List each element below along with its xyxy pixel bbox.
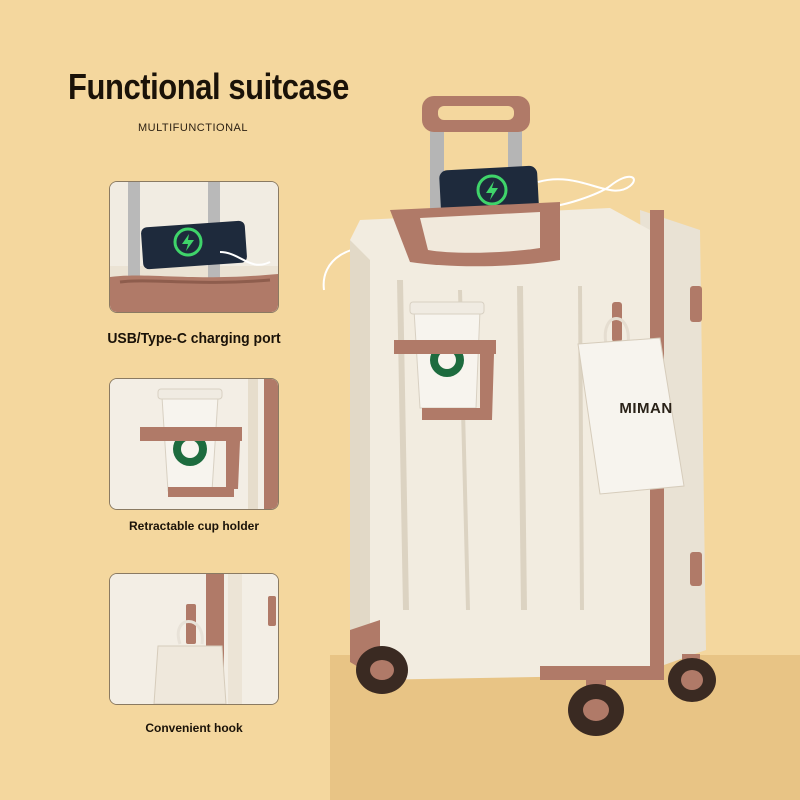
feature-panel-cup: [109, 378, 279, 510]
bag-brand-label: MIMAN: [619, 400, 673, 417]
page-subtitle: MULTIFUNCTIONAL: [138, 122, 248, 134]
feature-caption-cup: Retractable cup holder: [128, 519, 260, 533]
feature-panel-usb: [109, 181, 279, 313]
hook-icon: [110, 574, 278, 704]
suitcase-icon: [322, 96, 716, 736]
suitcase-illustration: [310, 90, 750, 750]
page-title: Functional suitcase: [68, 66, 349, 107]
feature-caption-hook: Convenient hook: [145, 721, 243, 735]
cup-holder-icon: [110, 379, 278, 509]
usb-charging-icon: [110, 182, 278, 312]
feature-caption-usb: USB/Type-C charging port: [107, 330, 281, 347]
feature-panel-hook: [109, 573, 279, 705]
